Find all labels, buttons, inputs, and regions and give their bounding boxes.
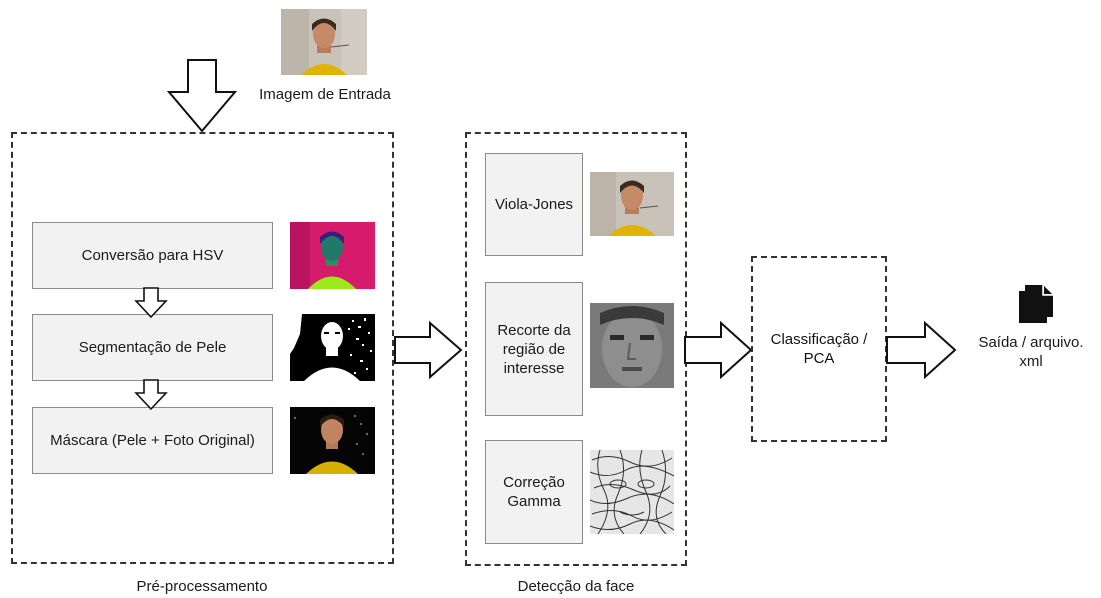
classification-label: Classificação / PCA [770, 331, 868, 367]
roi-crop-thumbnail [590, 303, 674, 388]
file-icon [1019, 285, 1053, 323]
preprocessing-arrow-1 [134, 287, 168, 319]
detection-title: Detecção da face [517, 578, 635, 595]
input-image-label: Imagem de Entrada [259, 86, 391, 103]
preprocessing-arrow-2 [134, 379, 168, 411]
gamma-correction-thumbnail [590, 450, 674, 534]
arrow-to-output [886, 320, 957, 380]
step-viola-jones: Viola-Jones [485, 153, 583, 256]
mask-thumbnail [290, 407, 375, 474]
skin-segmentation-thumbnail [290, 314, 375, 381]
arrow-to-detection [394, 320, 463, 380]
viola-jones-thumbnail [590, 172, 674, 236]
input-image [281, 9, 367, 75]
output-label: Saída / arquivo. xml [978, 334, 1084, 370]
input-down-arrow [166, 59, 238, 133]
step-gamma-correction: Correção Gamma [485, 440, 583, 544]
step-mask: Máscara (Pele + Foto Original) [32, 407, 273, 474]
hsv-thumbnail [290, 222, 375, 289]
arrow-to-classification [684, 320, 753, 380]
preprocessing-title: Pré-processamento [136, 578, 268, 595]
step-skin-segmentation: Segmentação de Pele [32, 314, 273, 381]
step-roi-crop: Recorte da região de interesse [485, 282, 583, 416]
classification-box: Classificação / PCA [751, 256, 887, 442]
step-hsv-conversion: Conversão para HSV [32, 222, 273, 289]
